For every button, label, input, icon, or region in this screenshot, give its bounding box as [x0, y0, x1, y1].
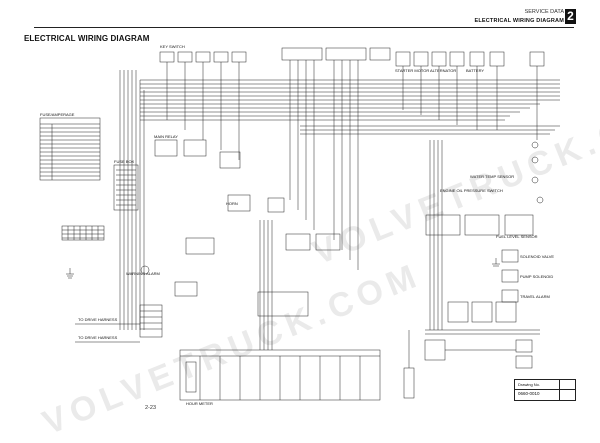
fuse-table: [39, 117, 101, 181]
relay: [285, 233, 311, 251]
drawing-number-box: Drawing No. 0660-0010: [514, 379, 576, 401]
component-box: [471, 301, 493, 323]
harness-label-1: TO DRIVE HARNESS: [78, 317, 118, 322]
solenoid: [515, 339, 533, 353]
connector-block: [139, 304, 163, 338]
pump-solenoid-label: PUMP SOLENOID: [520, 274, 553, 279]
water-temp-label: WATER TEMP SENSOR: [470, 174, 514, 179]
component-box: [495, 301, 517, 323]
key-switch-label: KEY SWITCH: [160, 44, 185, 49]
section-label: SERVICE DATA: [524, 9, 564, 15]
component-box: [504, 214, 534, 236]
relay: [227, 194, 251, 212]
relay: [185, 237, 215, 255]
meter: [185, 361, 197, 393]
component-box: [447, 301, 469, 323]
connector-block: [431, 51, 447, 67]
connector-block: [281, 47, 323, 61]
main-relay-label: MAIN RELAY: [154, 134, 178, 139]
battery-label: BATTERY: [466, 68, 484, 73]
wiring-schematic: FUSE/AMPERAGE FUSE BOX MAIN RELAY WARNIN…: [39, 44, 560, 406]
solenoid: [501, 269, 519, 283]
drawing-label: Drawing No.: [518, 382, 541, 387]
connector-block: [231, 51, 247, 63]
connector-block: [395, 51, 411, 67]
connector-block: [325, 47, 367, 61]
hourmeter-label: HOUR METER: [186, 401, 213, 406]
connector-block: [529, 51, 545, 67]
connector-strip: [403, 367, 415, 399]
solenoid-label: SOLENOID VALVE: [520, 254, 554, 259]
alarm: [140, 265, 150, 275]
connector-block: [413, 51, 429, 67]
connector-block: [369, 47, 391, 61]
fuse-table-title: FUSE/AMPERAGE: [40, 112, 75, 117]
connector-block: [449, 51, 465, 67]
component-box: [425, 214, 461, 236]
component-box: [257, 291, 309, 317]
drawing-box-divider: [515, 389, 575, 390]
solenoid: [515, 355, 533, 369]
oil-pressure-label: ENGINE OIL PRESSURE SWITCH: [440, 188, 503, 193]
alarm-label: WARNING ALARM: [126, 271, 160, 276]
connector-block: [489, 51, 505, 67]
harness-label-2: TO DRIVE HARNESS: [78, 335, 118, 340]
connector-block: [195, 51, 211, 63]
fuse-box: [113, 164, 139, 211]
component-box: [424, 339, 446, 361]
component-box: [464, 214, 500, 236]
relay: [219, 151, 241, 169]
fuel-level-label: FUEL LEVEL SENSOR: [496, 234, 538, 239]
relay: [315, 233, 341, 251]
travel-alarm-label: TRAVEL ALARM: [520, 294, 550, 299]
connector-block: [213, 51, 229, 63]
connector-block: [469, 51, 485, 67]
wiring-diagram-page: SERVICE DATA ELECTRICAL WIRING DIAGRAM 2…: [24, 9, 600, 443]
connector-block: [177, 51, 193, 63]
alternator-label: ALTERNATOR: [430, 68, 456, 73]
horn-label: HORN: [226, 201, 238, 206]
main-relay: [154, 139, 178, 157]
connector-block: [159, 51, 175, 63]
fuse-box-label: FUSE BOX: [114, 159, 135, 164]
header-rule: [34, 27, 574, 28]
component-box: [174, 281, 198, 297]
drawing-box-divider: [559, 380, 560, 400]
relay: [183, 139, 207, 157]
page-number: 2-23: [145, 405, 157, 411]
starter-label: STARTER MOTOR: [395, 68, 429, 73]
drawing-number: 0660-0010: [518, 391, 540, 396]
chapter-badge: 2: [565, 9, 576, 24]
solenoid: [501, 289, 519, 303]
relay: [267, 197, 285, 213]
connector-grid: [61, 225, 105, 241]
solenoid: [501, 249, 519, 263]
section-subtitle: ELECTRICAL WIRING DIAGRAM: [474, 18, 564, 24]
page-title: ELECTRICAL WIRING DIAGRAM: [24, 34, 150, 43]
